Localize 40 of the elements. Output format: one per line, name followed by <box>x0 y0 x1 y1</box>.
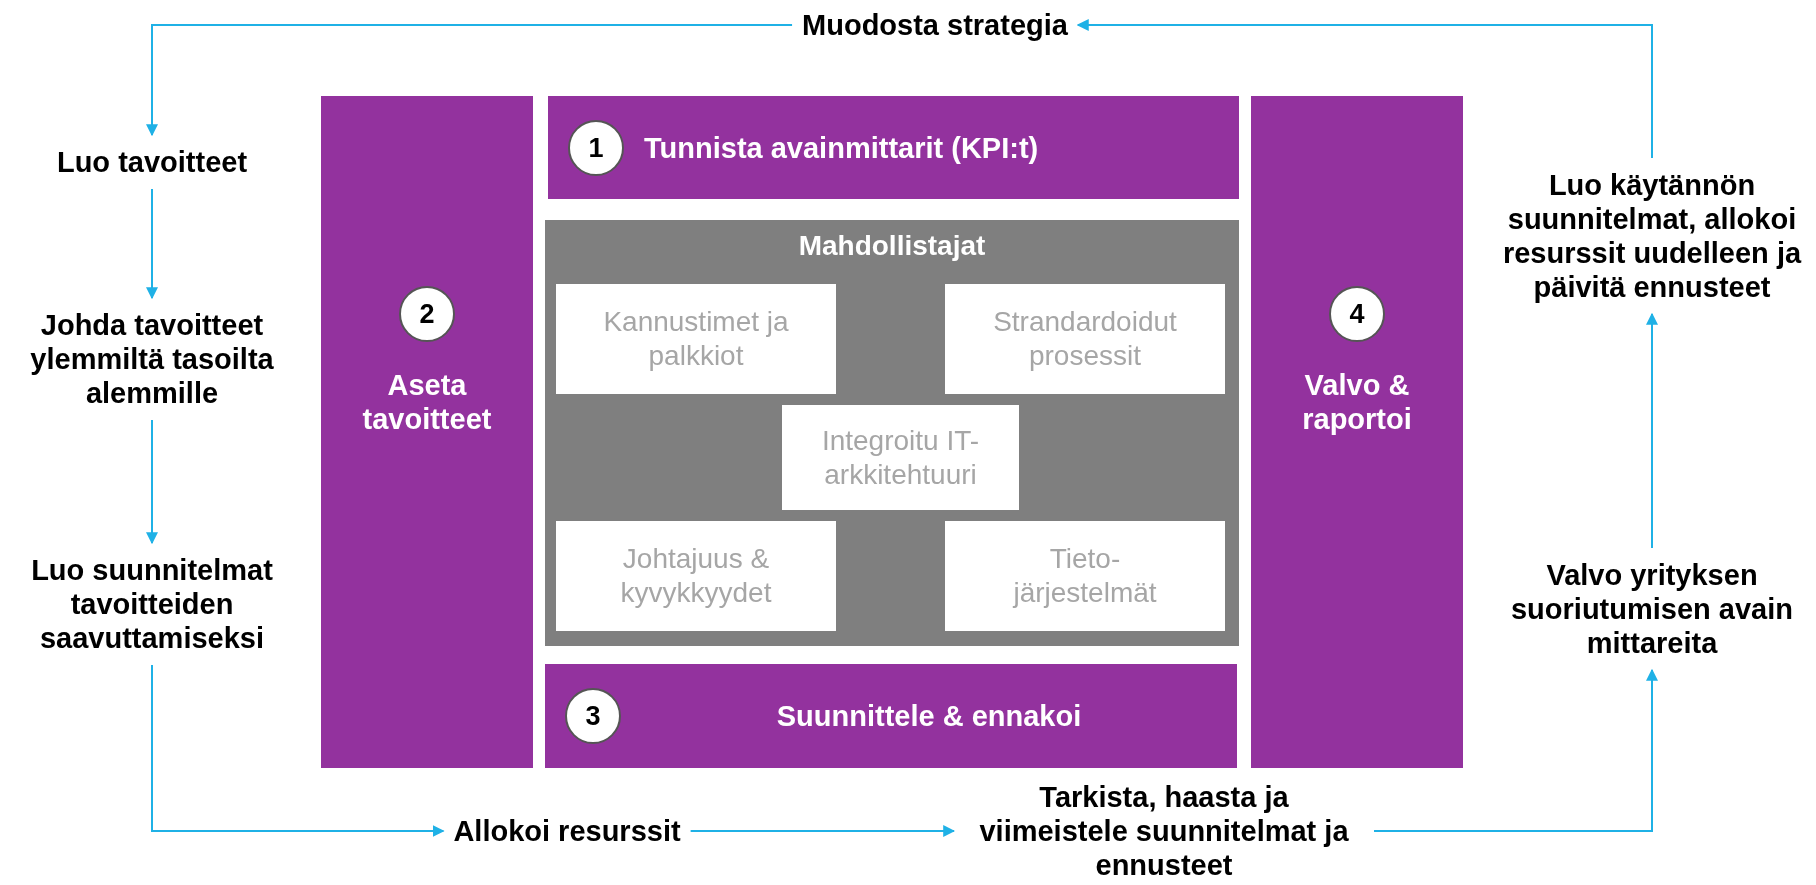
arrow <box>1373 668 1658 832</box>
arrow <box>689 825 956 837</box>
enabler-label: Integroitu IT-arkkitehtuuri <box>820 423 981 492</box>
enabler-box <box>556 284 836 394</box>
step-text: Luo suunnitelmat tavoitteiden saavuttamiseksi <box>2 553 302 655</box>
group-title: Mahdollistajat <box>797 230 987 262</box>
step-number: 1 <box>568 119 624 176</box>
arrow <box>1076 19 1653 159</box>
step-text: Allokoi resurssit <box>453 814 681 848</box>
arrow <box>146 24 794 137</box>
enabler-box <box>556 521 836 631</box>
step-text: Luo käytännön suunnitelmat, allokoi resurssit uudelleen ja päivitä ennusteet <box>1492 168 1812 304</box>
process-bar <box>1251 96 1463 768</box>
enabler-label: Kannustimet ja palkkiot <box>602 305 790 373</box>
step-text: Johda tavoitteet ylemmiltä tasoilta alemmille <box>2 308 302 410</box>
step-text: Luo tavoitteet <box>56 145 248 179</box>
process-label: Suunnittele & ennakoi <box>775 699 1083 733</box>
enabler-box <box>945 284 1225 394</box>
process-label: Tunnista avainmittarit (KPI:t) <box>644 130 1039 165</box>
process-label: Aseta tavoitteet <box>361 368 493 436</box>
step-number: 2 <box>399 286 455 342</box>
step-number: 4 <box>1329 286 1385 342</box>
enabler-box <box>782 405 1019 510</box>
step-text: Tarkista, haasta ja viimeistele suunnitelmat ja ennusteet <box>964 780 1364 882</box>
enabler-label: Strandardoidut prosessit <box>992 305 1178 373</box>
enabler-label: Tieto-järjestelmät <box>1011 542 1158 610</box>
group-panel <box>545 220 1239 646</box>
step-number: 3 <box>565 688 621 744</box>
arrow <box>146 419 158 545</box>
step-text: Valvo yrityksen suoriutumisen avain mittareita <box>1492 558 1812 660</box>
process-label: Valvo & raportoi <box>1301 368 1413 436</box>
enabler-box <box>945 521 1225 631</box>
enabler-label: Johtajuus & kyvykkyydet <box>619 542 773 610</box>
arrow <box>1646 312 1658 549</box>
step-text: Muodosta strategia <box>802 8 1068 42</box>
process-bar <box>545 664 1237 768</box>
process-bar <box>321 96 533 768</box>
arrow <box>146 188 158 300</box>
process-bar <box>548 96 1239 199</box>
arrow <box>151 664 445 837</box>
